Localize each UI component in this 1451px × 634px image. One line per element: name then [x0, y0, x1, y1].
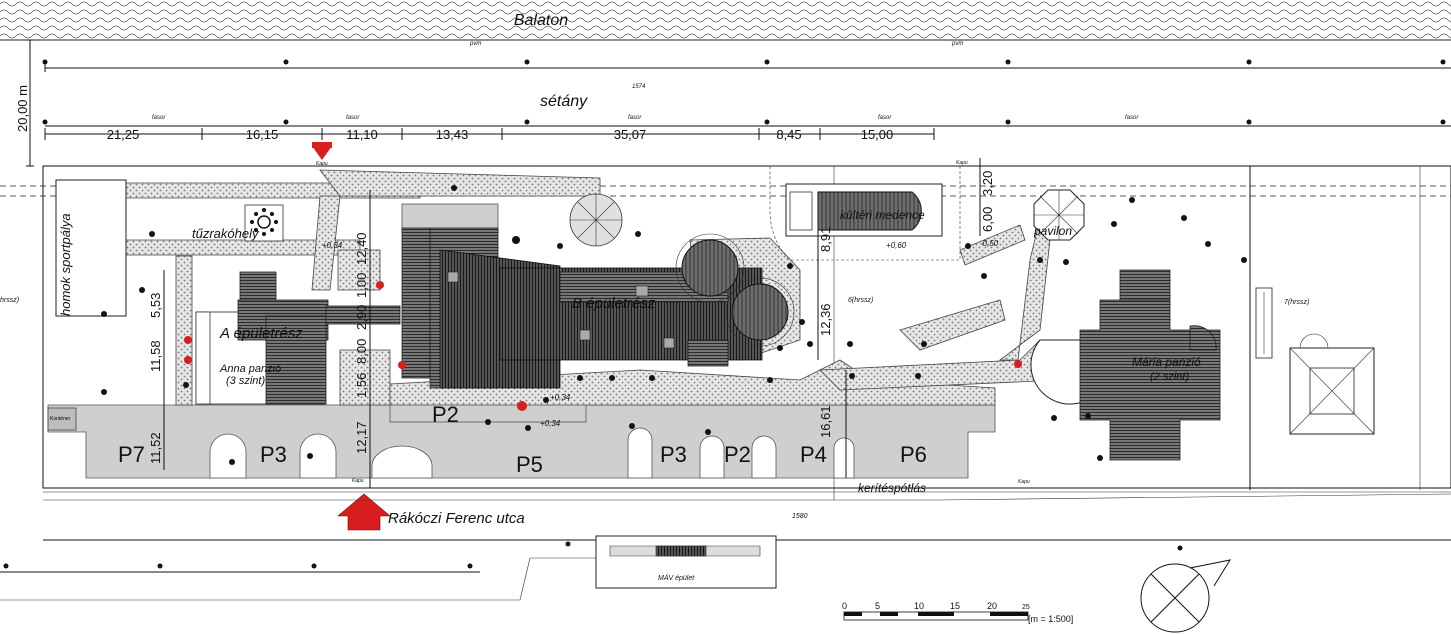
- building-a: A épületrész Anna panzió (3 szint): [195, 271, 401, 405]
- anna-levels-label: (3 szint): [226, 375, 265, 387]
- scale-tick: 25: [1022, 604, 1030, 611]
- dim-vertical: 16,61: [818, 405, 833, 438]
- dim-vertical: 11,52: [148, 432, 163, 464]
- dim-segment: 8,45: [776, 127, 801, 142]
- dim-vertical: 11,58: [148, 340, 163, 372]
- lake-balaton: Balaton pvm pvm: [0, 0, 1451, 47]
- maria-levels-label: (2 szint): [1150, 371, 1189, 383]
- vertical-dimensions: 12,40 1,00 2,90 8,00 1,56 12,17 5,53 11,…: [148, 158, 999, 488]
- pool-level: +0,60: [886, 241, 907, 250]
- pavilon-label: pavilon: [1033, 224, 1072, 238]
- dim-vertical: 2,90: [354, 305, 369, 330]
- dim-vertical: 12,40: [354, 232, 369, 265]
- parking-label: P2: [432, 402, 459, 427]
- sand-court: homok sportpálya: [55, 179, 127, 317]
- dim-segment: 11,10: [346, 127, 378, 142]
- maria-label: Mária panzió: [1132, 355, 1201, 369]
- mav-building: MÁV épület: [595, 535, 777, 589]
- gate-label: Kapu: [352, 478, 364, 484]
- site-trees: [101, 185, 1247, 465]
- dim-vertical: 5,53: [148, 293, 163, 318]
- dim-vertical: 12,17: [354, 421, 369, 454]
- dim-vertical: 8,91: [818, 227, 833, 252]
- maria-building: Mária panzió (2 szint): [1030, 269, 1221, 461]
- dim-vertical: 1,00: [354, 273, 369, 298]
- firepit-label: tűzrakóhely: [192, 226, 260, 241]
- scale-tick: 20: [987, 601, 997, 611]
- depth-value: 20,00 m: [15, 85, 30, 132]
- fasor-label: fasor: [628, 115, 642, 121]
- gate-label: Kapu: [316, 161, 328, 167]
- dim-vertical: 3,20: [980, 171, 995, 196]
- tree-icon: [42, 59, 1446, 125]
- building-a-label: A épületrész: [219, 325, 303, 342]
- pool-label: kültéri medence: [840, 208, 925, 222]
- level-mark: +0,34: [550, 393, 571, 402]
- mav-label: MÁV épület: [658, 573, 695, 582]
- north-arrow-icon: [1140, 559, 1232, 633]
- hrsz-6-label: 6(hrssz): [848, 297, 873, 304]
- dim-vertical: 12,36: [818, 303, 833, 336]
- fasor-label: fasor: [346, 115, 360, 121]
- scale-tick: 5: [875, 601, 880, 611]
- neighbor-house: [1255, 287, 1375, 435]
- fence-label: kerítéspótlás: [858, 481, 926, 495]
- level-mark: -0,50: [980, 239, 999, 248]
- street-tree-icon: [3, 541, 1183, 569]
- fasor-label: fasor: [152, 115, 166, 121]
- parking-area: P7 P3 P2 P5 P3 P2 P4 P6 Konténer: [47, 399, 996, 479]
- promenade-label: sétány: [540, 93, 588, 110]
- dim-segment: 15,00: [861, 127, 894, 142]
- parking-label: P2: [724, 442, 751, 467]
- scale-unit: [m = 1:500]: [1028, 614, 1073, 624]
- parking-label: P6: [900, 442, 927, 467]
- entrances: Kapu Kapu Kapu Kapu: [184, 142, 1030, 531]
- scale-bar: 0 5 10 15 20 25 [m = 1:500]: [842, 601, 1073, 624]
- pvm-label: pvm: [469, 41, 481, 47]
- parking-label: P4: [800, 442, 827, 467]
- sand-court-label: homok sportpálya: [58, 213, 73, 316]
- pool: kültéri medence +0,60: [769, 165, 961, 261]
- parking-label: P5: [516, 452, 543, 477]
- firepit: tűzrakóhely: [192, 204, 284, 242]
- street: Rákóczi Ferenc utca 1580 kerítéspótlás: [0, 481, 1451, 601]
- dim-vertical: 6,00: [980, 207, 995, 232]
- hrsz-left-label: hrssz): [0, 297, 19, 304]
- anna-label: Anna panzió: [219, 363, 281, 375]
- top-dimension-chain: 21,25 16,15 11,10 13,43 35,07 8,45 15,00: [44, 127, 935, 142]
- dim-segment: 13,43: [436, 127, 469, 142]
- street-label: Rákóczi Ferenc utca: [388, 510, 525, 527]
- parking-label: P3: [260, 442, 287, 467]
- level-mark: +0,34: [322, 241, 343, 250]
- fasor-label: fasor: [878, 115, 892, 121]
- pvm-label-2: pvm: [951, 41, 963, 47]
- hrsz-7-label: 7(hrssz): [1284, 299, 1309, 306]
- dim-vertical: 8,00: [354, 339, 369, 364]
- parcel-number-top: 1574: [632, 84, 646, 90]
- container-label: Konténer: [50, 416, 71, 422]
- building-b: B épületrész: [401, 193, 795, 389]
- scale-tick: 15: [950, 601, 960, 611]
- gate-label: Kapu: [1018, 479, 1030, 485]
- fasor-label: fasor: [1125, 115, 1139, 121]
- building-b-label: B épületrész: [572, 295, 656, 312]
- dim-segment: 21,25: [107, 127, 140, 142]
- scale-tick: 0: [842, 601, 847, 611]
- dim-vertical: 1,56: [354, 373, 369, 398]
- lake-label: Balaton: [514, 12, 568, 29]
- property-boundary: 7(hrssz) 6(hrssz) hrssz): [0, 165, 1451, 500]
- container-box: [47, 407, 77, 431]
- depth-dimension: 20,00 m: [15, 39, 34, 167]
- dim-segment: 35,07: [614, 127, 647, 142]
- parcel-number-bottom: 1580: [792, 513, 808, 520]
- dim-segment: 16,15: [246, 127, 279, 142]
- gate-label: Kapu: [956, 160, 968, 166]
- scale-tick: 10: [914, 601, 924, 611]
- level-mark: +0,34: [540, 419, 561, 428]
- pavilion: pavilon: [1033, 189, 1085, 241]
- tree-rows: sétány 1574 fasor fasor fasor fasor faso…: [42, 59, 1451, 127]
- parking-label: P7: [118, 442, 145, 467]
- parking-label: P3: [660, 442, 687, 467]
